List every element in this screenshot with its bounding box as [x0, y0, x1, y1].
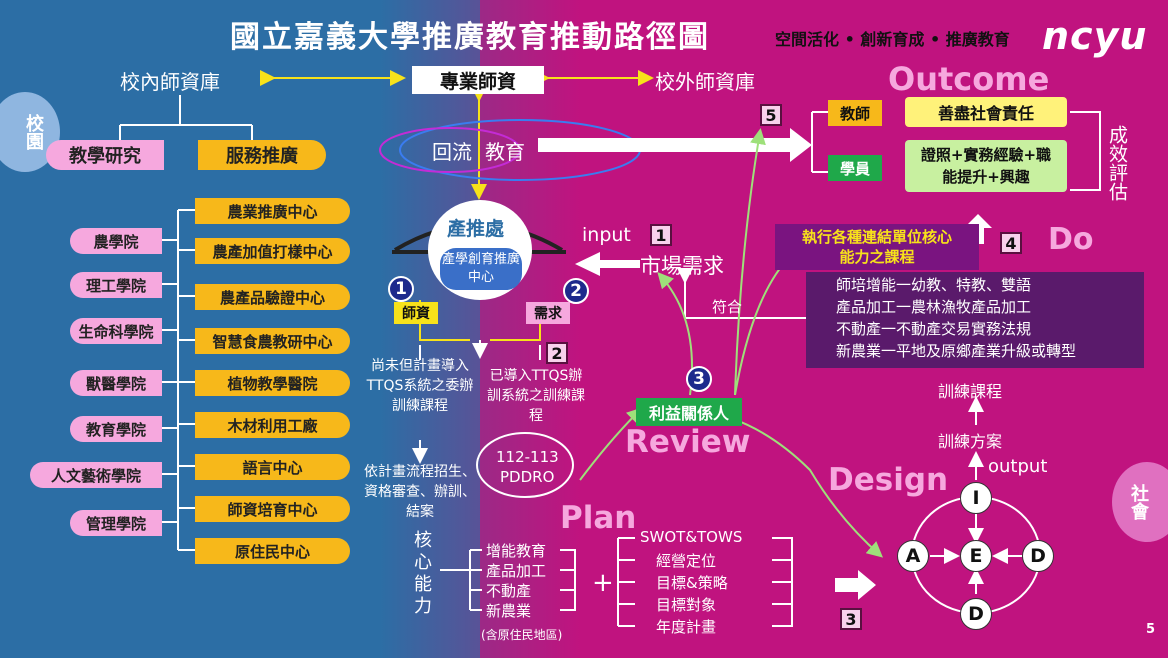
- center-item: 智慧食農教研中心: [195, 328, 350, 354]
- design-heading: Design: [828, 462, 949, 498]
- match-label: 符合: [712, 298, 743, 316]
- output-label: output: [988, 456, 1048, 477]
- do-list-item: 師培增能一幼教、特教、雙語: [836, 276, 1032, 294]
- training-plan: 訓練方案: [938, 432, 1003, 451]
- swot-label: SWOT&TOWS: [640, 528, 743, 546]
- student-result: 證照+實務經驗+職能提升+興趣: [905, 140, 1067, 192]
- core-label: 核心能力: [414, 530, 432, 617]
- center-item: 農產品驗證中心: [195, 284, 350, 310]
- slogan: 空間活化 • 創新育成 • 推廣教育: [775, 30, 1010, 49]
- teacher-tag: 教師: [828, 100, 882, 126]
- do-title: 執行各種連結單位核心能力之課程: [775, 224, 979, 270]
- step-4-label: 4: [1000, 232, 1022, 254]
- outcome-heading: Outcome: [888, 60, 1050, 98]
- center-item: 農業推廣中心: [195, 198, 350, 224]
- plan-item: 目標&策略: [656, 574, 728, 592]
- do-list-item: 新農業一平地及原鄉產業升級或轉型: [836, 342, 1077, 360]
- education-label: 教育: [485, 140, 525, 164]
- do-list-item: 不動產一不動產交易實務法規: [836, 320, 1032, 338]
- addie-design: D: [1022, 540, 1054, 572]
- college-item: 管理學院: [70, 510, 162, 536]
- page-title: 國立嘉義大學推廣教育推動路徑圖: [230, 20, 710, 55]
- ncyu-logo: ncyu: [1042, 14, 1148, 58]
- step-2-circle: 2: [563, 278, 589, 304]
- plus-sign: +: [592, 568, 614, 598]
- demand-tag: 需求: [526, 302, 570, 324]
- do-list-item: 產品加工一農林漁牧產品加工: [836, 298, 1032, 316]
- step-3-label: 3: [840, 608, 862, 630]
- college-item: 理工學院: [70, 272, 162, 298]
- faculty-tag: 師資: [394, 302, 438, 324]
- has-ttqs-text: 已導入TTQS辦訓系統之訓練課程: [487, 368, 585, 424]
- college-item: 獸醫學院: [70, 370, 162, 396]
- professional-faculty: 專業師資: [412, 66, 544, 94]
- addie-analysis: A: [897, 540, 929, 572]
- college-item: 人文藝術學院: [30, 462, 162, 488]
- step-5-label: 5: [760, 104, 782, 126]
- research-box: 教學研究: [46, 140, 164, 170]
- do-heading: Do: [1048, 222, 1094, 257]
- input-label: input: [582, 224, 631, 246]
- not-ttqs-text: 尚未但計畫導入TTQS系統之委辦訓練課程: [366, 358, 474, 414]
- office-title: 產推處: [447, 218, 505, 240]
- step-1-label: 1: [650, 224, 672, 246]
- review-heading: Review: [625, 424, 751, 460]
- teacher-result: 善盡社會責任: [905, 97, 1067, 127]
- step-1-circle: 1: [388, 276, 414, 302]
- plan-item: 目標對象: [656, 596, 717, 614]
- plan-item: 經營定位: [656, 552, 717, 570]
- do-box: [806, 272, 1144, 368]
- step-2-label: 2: [546, 342, 568, 364]
- campus-label: 校園: [23, 114, 44, 150]
- step-3-circle: 3: [686, 366, 712, 392]
- center-item: 植物教學醫院: [195, 370, 350, 396]
- evaluation-label: 成效評估: [1106, 125, 1128, 201]
- market-demand: 市場需求: [640, 254, 724, 278]
- core-item: 增能教育: [486, 542, 547, 560]
- core-item: 產品加工: [486, 562, 547, 580]
- core-note: (含原住民地區): [481, 628, 563, 642]
- student-tag: 學員: [828, 155, 882, 181]
- society-badge: 社會: [1112, 462, 1168, 542]
- internal-faculty-pool: 校內師資庫: [120, 70, 220, 94]
- addie-implement: I: [960, 482, 992, 514]
- core-item: 不動產: [486, 582, 532, 600]
- pddro-label: PDDRO: [500, 468, 555, 486]
- page-number: 5: [1146, 622, 1156, 637]
- college-item: 生命科學院: [70, 318, 162, 344]
- training-course: 訓練課程: [938, 382, 1003, 401]
- office-sub: 產學創育推廣中心: [440, 248, 522, 290]
- college-item: 教育學院: [70, 416, 162, 442]
- center-item: 師資培育中心: [195, 496, 350, 522]
- pddro-year: 112-113: [496, 448, 559, 466]
- center-item: 原住民中心: [195, 538, 350, 564]
- society-label: 社會: [1128, 484, 1149, 520]
- plan-heading: Plan: [560, 500, 637, 536]
- addie-development: D: [960, 598, 992, 630]
- college-item: 農學院: [70, 228, 162, 254]
- center-item: 木材利用工廠: [195, 412, 350, 438]
- addie-evaluation: E: [960, 540, 992, 572]
- plan-item: 年度計畫: [656, 618, 717, 636]
- center-item: 農產加值打樣中心: [195, 238, 350, 264]
- return-label: 回流: [432, 140, 472, 164]
- external-faculty-pool: 校外師資庫: [655, 70, 755, 94]
- service-box: 服務推廣: [198, 140, 326, 170]
- stakeholder-box: 利益關係人: [636, 398, 742, 426]
- center-item: 語言中心: [195, 454, 350, 480]
- core-item: 新農業: [486, 602, 532, 620]
- process-text: 依計畫流程招生、資格審查、辦訓、結案: [364, 464, 476, 520]
